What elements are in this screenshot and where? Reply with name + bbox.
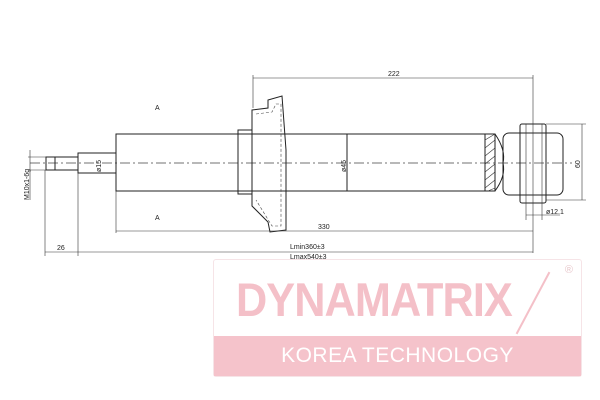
section-mark-bottom: A: [155, 215, 160, 222]
body-length-label: 330: [318, 224, 330, 231]
body-diameter-label: ø45: [341, 160, 348, 172]
spring-seat-hidden-line: [255, 103, 282, 227]
threaded-stud: [54, 156, 79, 171]
lmax-label: Lmax540±3: [290, 254, 327, 261]
registered-mark: ®: [564, 264, 573, 276]
rod-diameter-label: ø15: [96, 160, 103, 172]
spring-seat: [251, 95, 287, 233]
eye-height-label: 60: [575, 160, 582, 168]
lmin-label: Lmin360±3: [290, 244, 325, 251]
upper-length-label: 222: [388, 71, 400, 78]
eye-bore-label: ø12.1: [546, 209, 564, 216]
logo-band: KOREA TECHNOLOGY: [214, 336, 581, 376]
shock-body: [115, 133, 486, 192]
collar: [237, 129, 253, 195]
logo-tagline: KOREA TECHNOLOGY: [281, 344, 514, 367]
hatched-end-cap: [484, 133, 505, 192]
thread-length-label: 26: [57, 245, 65, 252]
section-mark-top: A: [155, 105, 160, 112]
logo-slash: [515, 271, 551, 335]
thread-spec-label: M10x1-6g: [24, 169, 31, 200]
dimension-lines: [28, 75, 586, 256]
logo-brand: DYNAMATRIX: [236, 273, 513, 326]
thread-nut: [45, 156, 56, 171]
dynamatrix-logo: DYNAMATRIX ® KOREA TECHNOLOGY: [213, 259, 582, 377]
